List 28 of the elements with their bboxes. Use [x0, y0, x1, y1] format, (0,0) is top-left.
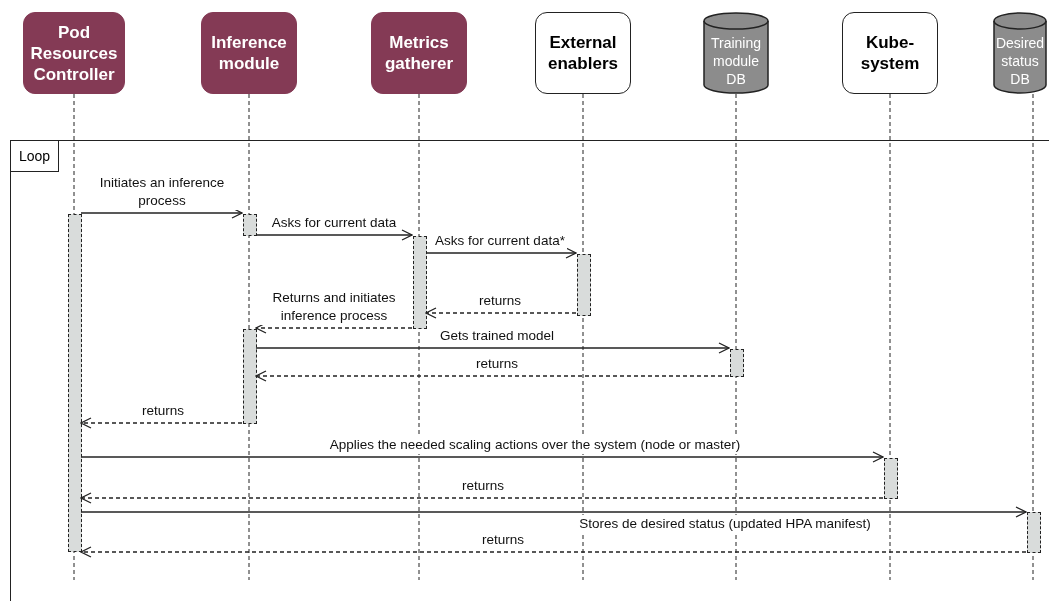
message-arrow [80, 451, 884, 463]
edge-label: Applies the needed scaling actions over the system (node or master) [327, 436, 743, 454]
loop-tag: Loop [11, 141, 60, 172]
participant-box: Kube-system [842, 12, 938, 94]
message-arrow [255, 370, 730, 382]
message-arrow [80, 492, 884, 504]
activation-bar [243, 329, 257, 424]
database-cylinder: Training module DB [703, 12, 769, 94]
message-arrow [255, 229, 413, 241]
message-arrow [425, 307, 577, 319]
database-cylinder: Desired status DB [993, 12, 1047, 94]
activation-bar [1027, 512, 1041, 553]
activation-bar [243, 214, 257, 236]
message-arrow [80, 506, 1027, 518]
message-arrow [255, 342, 730, 354]
activation-bar [413, 236, 427, 329]
activation-bar [68, 214, 82, 552]
message-arrow [80, 417, 243, 429]
participant-box: Pod Resources Controller [23, 12, 125, 94]
edge-label: Stores de desired status (updated HPA manifest) [577, 515, 873, 533]
activation-bar [730, 349, 744, 377]
participant-box: Metrics gatherer [371, 12, 467, 94]
activation-bar [577, 254, 591, 316]
message-arrow [80, 546, 1027, 558]
message-arrow [425, 247, 577, 259]
participant-box: Inference module [201, 12, 297, 94]
activation-bar [884, 458, 898, 499]
participant-box: External enablers [535, 12, 631, 94]
